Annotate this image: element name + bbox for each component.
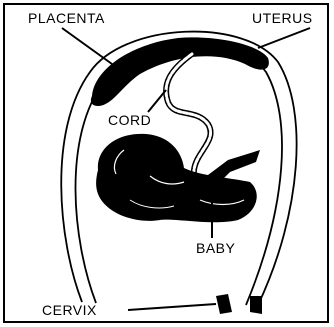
baby-body (96, 134, 257, 222)
cervix-left-end (216, 294, 232, 314)
label-placenta: PLACENTA (28, 10, 105, 26)
placenta-pointer (62, 28, 112, 64)
cervix-pointer (128, 304, 216, 310)
cord-pointer (148, 90, 166, 112)
uterus-pointer (258, 28, 310, 48)
cervix-right-end (250, 296, 262, 314)
label-baby: BABY (196, 240, 235, 256)
label-uterus: UTERUS (252, 10, 313, 26)
label-cervix: CERVIX (42, 302, 97, 318)
label-cord: CORD (108, 112, 151, 128)
